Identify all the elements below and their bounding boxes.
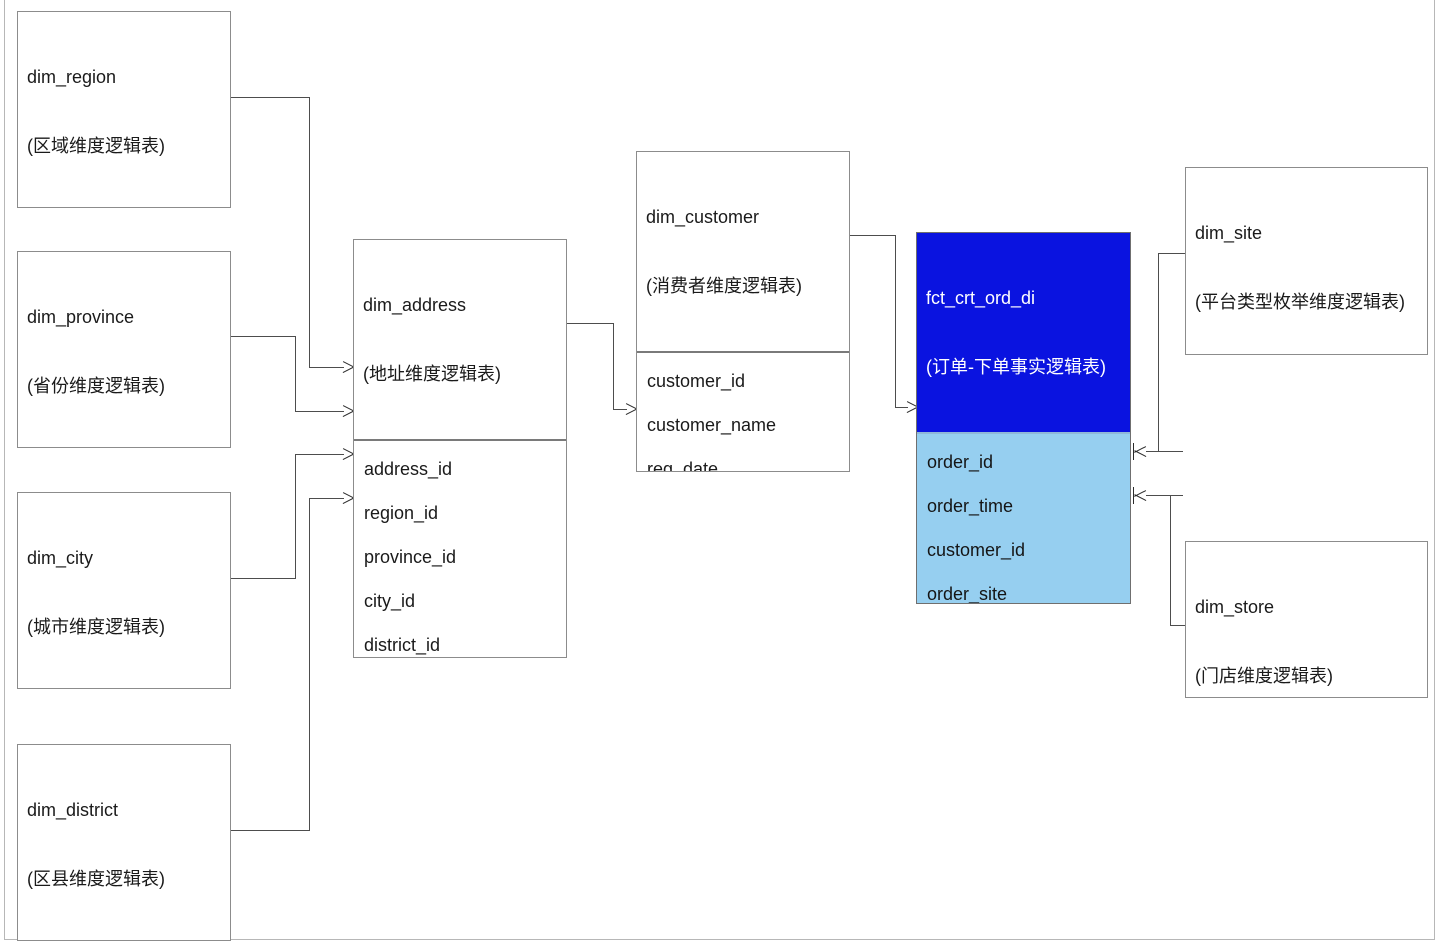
field-customer-name[interactable]: customer_name xyxy=(647,415,777,436)
field-address-id[interactable]: address_id xyxy=(364,459,453,480)
entity-dim-address[interactable]: dim_address (地址维度逻辑表) address_id region_… xyxy=(353,239,567,658)
entity-header-dim-city: dim_city (城市维度逻辑表) xyxy=(18,493,230,688)
entity-title: dim_province xyxy=(27,307,135,328)
entity-caption: (省份维度逻辑表) xyxy=(27,376,165,397)
entity-header-dim-customer: dim_customer (消费者维度逻辑表) xyxy=(637,152,849,354)
entity-title: dim_district xyxy=(27,800,119,821)
entity-caption: (城市维度逻辑表) xyxy=(27,617,165,638)
entity-caption: (区域维度逻辑表) xyxy=(27,136,165,157)
entity-header-fct-crt-ord-di: fct_crt_ord_di (订单-下单事实逻辑表) xyxy=(917,233,1130,435)
field-order-time[interactable]: order_time xyxy=(927,496,1014,517)
entity-header-dim-region: dim_region (区域维度逻辑表) xyxy=(18,12,230,207)
entity-dim-customer[interactable]: dim_customer (消费者维度逻辑表) customer_id cust… xyxy=(636,151,850,472)
entity-caption: (消费者维度逻辑表) xyxy=(646,276,802,297)
entity-header-dim-district: dim_district (区县维度逻辑表) xyxy=(18,745,230,940)
entity-fields-fct-crt-ord-di: order_id order_time customer_id order_si… xyxy=(917,434,1130,604)
entity-caption: (订单-下单事实逻辑表) xyxy=(926,357,1106,378)
field-reg-date[interactable]: reg_date xyxy=(647,459,719,472)
entity-header-dim-site: dim_site (平台类型枚举维度逻辑表) xyxy=(1186,168,1427,354)
entity-header-dim-store: dim_store (门店维度逻辑表) xyxy=(1186,542,1427,697)
entity-caption: (门店维度逻辑表) xyxy=(1195,666,1333,687)
field-district-id[interactable]: district_id xyxy=(364,635,441,656)
entity-title: dim_store xyxy=(1195,597,1275,618)
entity-fields-dim-customer: customer_id customer_name reg_date gende… xyxy=(637,353,849,472)
entity-title: dim_site xyxy=(1195,223,1263,244)
entity-fct-crt-ord-di[interactable]: fct_crt_ord_di (订单-下单事实逻辑表) order_id ord… xyxy=(916,232,1131,604)
entity-dim-city[interactable]: dim_city (城市维度逻辑表) city_id city_name … xyxy=(17,492,231,689)
field-province-id[interactable]: province_id xyxy=(364,547,457,568)
entity-title: dim_customer xyxy=(646,207,760,228)
field-order-site[interactable]: order_site xyxy=(927,584,1008,604)
entity-dim-district[interactable]: dim_district (区县维度逻辑表) district_id distr… xyxy=(17,744,231,941)
entity-dim-site[interactable]: dim_site (平台类型枚举维度逻辑表) site_code site_va… xyxy=(1185,167,1428,355)
field-customer-id[interactable]: customer_id xyxy=(647,371,746,392)
entity-title: dim_region xyxy=(27,67,117,88)
field-region-id[interactable]: region_id xyxy=(364,503,439,524)
entity-title: fct_crt_ord_di xyxy=(926,288,1036,309)
entity-title: dim_address xyxy=(363,295,467,316)
entity-header-dim-province: dim_province (省份维度逻辑表) xyxy=(18,252,230,447)
field-order-id[interactable]: order_id xyxy=(927,452,994,473)
crowsfoot-fact-store-id xyxy=(1133,486,1147,504)
entity-dim-store[interactable]: dim_store (门店维度逻辑表) store_id … xyxy=(1185,541,1428,698)
field-customer-id[interactable]: customer_id xyxy=(927,540,1026,561)
entity-dim-region[interactable]: dim_region (区域维度逻辑表) region_id region_na… xyxy=(17,11,231,208)
crowsfoot-fact-order-site xyxy=(1133,442,1147,460)
entity-caption: (区县维度逻辑表) xyxy=(27,869,165,890)
entity-fields-dim-address: address_id region_id province_id city_id… xyxy=(354,441,566,657)
field-city-id[interactable]: city_id xyxy=(364,591,416,612)
entity-header-dim-address: dim_address (地址维度逻辑表) xyxy=(354,240,566,442)
entity-dim-province[interactable]: dim_province (省份维度逻辑表) province_id provi… xyxy=(17,251,231,448)
entity-caption: (地址维度逻辑表) xyxy=(363,364,501,385)
entity-caption: (平台类型枚举维度逻辑表) xyxy=(1195,292,1405,313)
entity-title: dim_city xyxy=(27,548,94,569)
